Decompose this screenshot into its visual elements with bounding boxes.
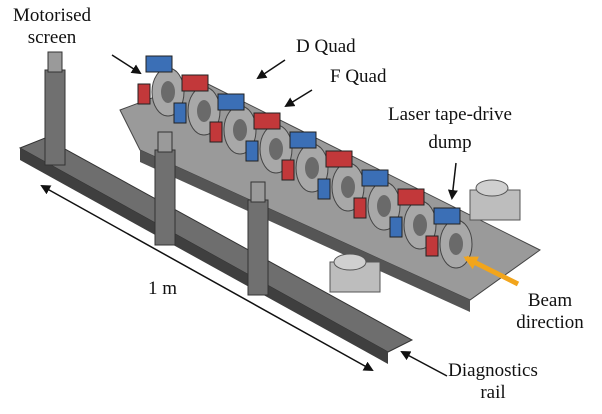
label-d-quad: D Quad [296, 36, 356, 57]
label-line: Motorised [12, 5, 92, 26]
label-line: screen [27, 27, 77, 48]
label-motorised-screen: Motorised screen [2, 5, 102, 49]
label-line: direction [516, 312, 584, 333]
label-diagnostics-rail: Diagnostics rail [438, 360, 548, 404]
d-quad-magnet [137, 55, 185, 117]
length-arrow [40, 185, 374, 371]
diagnostics-rail-arrow [400, 351, 448, 377]
label-laser-dump: Laser tape-drive dump [370, 104, 530, 154]
motorised-screen-stage [247, 181, 269, 296]
label-line: dump [428, 132, 472, 153]
beam-direction-arrow [463, 255, 520, 287]
label-length: 1 m [148, 278, 178, 299]
motorised-screen-arrow [111, 54, 142, 75]
label-line: Laser tape-drive [388, 104, 512, 125]
motorised-screen-stage [154, 131, 176, 246]
laser-dump-arrow [447, 162, 458, 200]
label-beam-direction: Beam direction [500, 290, 600, 334]
label-line: rail [480, 382, 506, 403]
f-quad-arrow [284, 89, 313, 108]
label-line: Diagnostics [448, 360, 538, 381]
label-line: Beam [527, 290, 573, 311]
d-quad-magnet [281, 131, 329, 193]
d-quad-magnet [425, 207, 473, 269]
motorised-screen-stage [44, 51, 66, 166]
label-f-quad: F Quad [330, 66, 387, 87]
d-quad-arrow [256, 59, 286, 80]
